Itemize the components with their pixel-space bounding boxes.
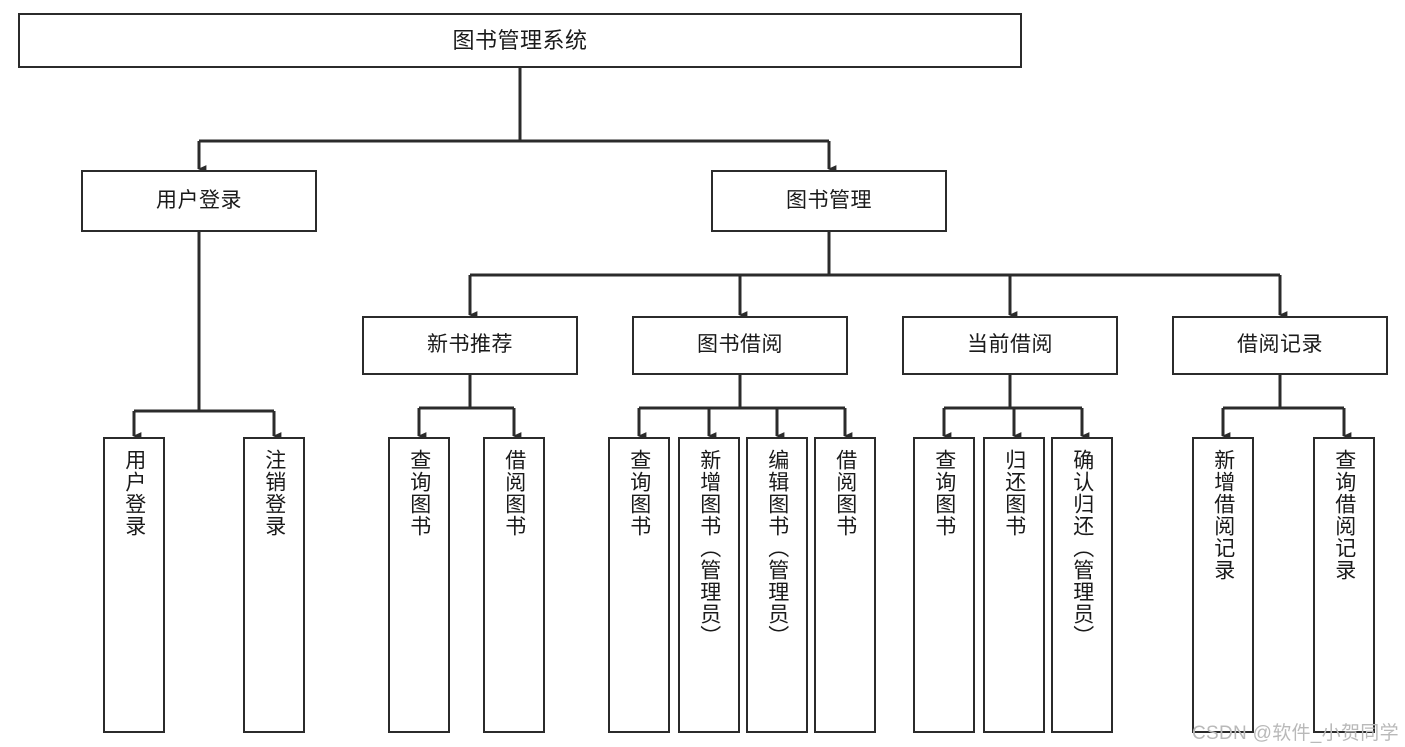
node-label: 图书管理 [786, 188, 872, 212]
node-label: 借阅记录 [1237, 333, 1323, 357]
leaf-borrow-books[interactable]: 借阅图书 [814, 437, 876, 733]
node-label: 新增图书（管理员） [697, 449, 721, 647]
leaf-return-books[interactable]: 归还图书 [983, 437, 1045, 733]
leaf-edit-book-admin[interactable]: 编辑图书（管理员） [746, 437, 808, 733]
node-label: 用户登录 [156, 188, 242, 212]
leaf-user-login[interactable]: 用户登录 [103, 437, 165, 733]
leaf-add-book-admin[interactable]: 新增图书（管理员） [678, 437, 740, 733]
node-label: 新书推荐 [427, 333, 513, 357]
node-label: 编辑图书（管理员） [765, 449, 789, 647]
leaf-query-books-borrowing[interactable]: 查询图书 [608, 437, 670, 733]
node-label: 借阅图书 [502, 449, 526, 537]
node-label: 查询图书 [627, 449, 651, 537]
node-label: 新增借阅记录 [1211, 449, 1235, 581]
node-label: 查询借阅记录 [1332, 449, 1356, 581]
node-label: 当前借阅 [967, 333, 1053, 357]
node-label: 借阅图书 [833, 449, 857, 537]
node-label: 用户登录 [122, 449, 146, 537]
leaf-query-borrowing-record[interactable]: 查询借阅记录 [1313, 437, 1375, 733]
csdn-watermark: CSDN @软件_小贺同学 [1192, 723, 1399, 744]
node-label: 确认归还（管理员） [1070, 449, 1094, 647]
leaf-query-books-current[interactable]: 查询图书 [913, 437, 975, 733]
node-book-management-system[interactable]: 图书管理系统 [18, 13, 1022, 68]
node-current-borrowing[interactable]: 当前借阅 [902, 316, 1118, 375]
node-label: 查询图书 [932, 449, 956, 537]
leaf-add-borrowing-record[interactable]: 新增借阅记录 [1192, 437, 1254, 733]
node-label: 归还图书 [1002, 449, 1026, 537]
node-label: 查询图书 [407, 449, 431, 537]
leaf-query-books-recommendation[interactable]: 查询图书 [388, 437, 450, 733]
leaf-borrow-books-recommendation[interactable]: 借阅图书 [483, 437, 545, 733]
node-new-book-recommendation[interactable]: 新书推荐 [362, 316, 578, 375]
leaf-logout[interactable]: 注销登录 [243, 437, 305, 733]
leaf-confirm-return-admin[interactable]: 确认归还（管理员） [1051, 437, 1113, 733]
node-borrowing-records[interactable]: 借阅记录 [1172, 316, 1388, 375]
node-user-login[interactable]: 用户登录 [81, 170, 317, 232]
node-label: 图书管理系统 [452, 27, 588, 53]
node-label: 注销登录 [262, 449, 286, 537]
node-book-borrowing[interactable]: 图书借阅 [632, 316, 848, 375]
node-book-management[interactable]: 图书管理 [711, 170, 947, 232]
node-label: 图书借阅 [697, 333, 783, 357]
